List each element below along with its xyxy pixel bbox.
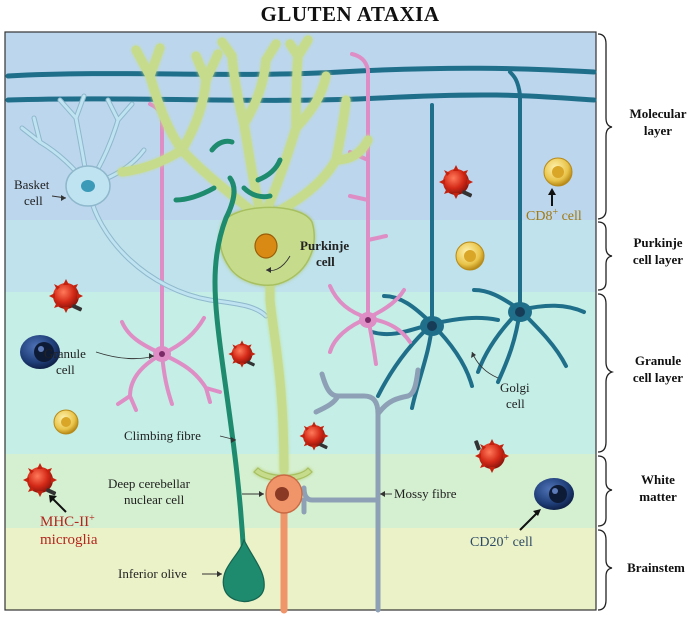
layer-white-matter-label-line1: White [641,472,675,487]
microglia-cell [228,340,256,368]
mossy-fibre [301,367,421,613]
inferior-olive-label: Inferior olive [118,566,187,581]
cd8-cell [543,157,573,187]
purkinje-cell-nucleus [254,233,278,259]
layer-molecular-label-line1: Molecular [629,106,686,121]
climbing-fibre-label: Climbing fibre [124,428,201,443]
granule-cell-label-line2: cell [56,362,75,377]
layer-brainstem-label: Brainstem [627,560,685,575]
layer-braces [597,33,615,611]
purkinje-cell-label-line2: cell [316,254,335,269]
inferior-olive-cell [222,538,265,603]
arrowheads [61,195,476,577]
microglia-cell [49,279,83,313]
cd8-label: CD8+ cell [526,207,582,224]
microglia-label-line2: microglia [40,532,98,548]
cd20-cell-group [20,335,574,510]
microglia-group [23,165,509,497]
cd20-label: CD20+ cell [470,533,533,550]
layer-white-matter-label-line2: matter [639,489,677,504]
microglia-cell [23,463,57,497]
purkinje-cell-label-line1: Purkinje [300,238,349,253]
band-brainstem [5,528,596,610]
granule-cell-label-line1: Granule [44,346,86,361]
cd8-cell [455,241,485,271]
cd8-cell [53,409,79,435]
layer-purkinje-label-line1: Purkinje [633,235,682,250]
parallel-fibres [5,65,597,103]
cd20-cell [534,478,574,510]
page-title: GLUTEN ATAXIA [260,2,440,26]
mossy-fibre-label: Mossy fibre [394,486,457,501]
climbing-fibre [173,138,283,563]
diagram-frame [4,31,597,611]
layer-granule-label-line1: Granule [635,353,681,368]
band-granule [5,292,596,454]
basket-cell-nucleus [81,180,95,192]
microglia-cell [299,421,329,451]
basket-cell-label-line1: Basket [14,177,50,192]
microglia-label-line1: MHC-II+ [40,513,95,530]
golgi-cell-label-line1: Golgi [500,380,530,395]
deep-nuclear-cell-label-line2: nuclear cell [124,492,185,507]
microglia-cell [474,439,509,473]
golgi-cell-label-line2: cell [506,396,525,411]
purkinje-cell [117,35,373,482]
cd20-cell [20,335,60,369]
layer-granule-label-line2: cell layer [633,370,683,385]
microglia-cell [439,165,473,199]
bold-arrows [49,188,556,531]
layer-purkinje-label-line2: cell layer [633,252,683,267]
cd8-cell-group [53,157,573,435]
deep-nuclear-cell-label-line1: Deep cerebellar [108,476,191,491]
layer-molecular-label-line2: layer [644,123,672,138]
deep-cerebellar-nuclear-cell [265,474,303,614]
basket-cell-label-line2: cell [24,193,43,208]
